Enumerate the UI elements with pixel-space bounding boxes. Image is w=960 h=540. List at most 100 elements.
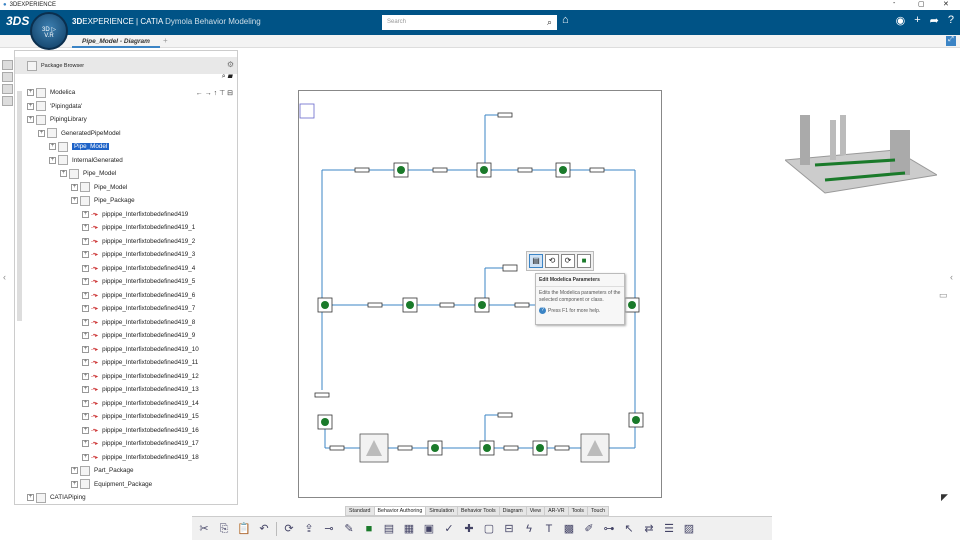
find-icon[interactable]: ⌕ ▰	[221, 73, 233, 80]
command-tab[interactable]: AR-VR	[544, 506, 569, 516]
pump-icon[interactable]	[366, 440, 382, 456]
tree-item[interactable]: +-•▸pippipe_Interfixtobedefined419_1	[15, 221, 237, 235]
comment-icon[interactable]: ▭	[939, 290, 948, 300]
expand-icon[interactable]: +	[82, 386, 89, 394]
expand-icon[interactable]: +	[82, 372, 89, 380]
browser-icon[interactable]	[2, 96, 13, 106]
tree-item[interactable]: +-•▸pippipe_Interfixtobedefined419_14	[15, 397, 237, 411]
info-icon[interactable]: ■	[577, 254, 591, 268]
cut-icon[interactable]: ✂	[199, 522, 209, 535]
pipe-segment[interactable]	[514, 302, 530, 308]
tree-item[interactable]: +InternalGenerated	[15, 154, 237, 168]
replace-icon[interactable]: ⟲	[545, 254, 559, 268]
paste-icon[interactable]: 📋	[237, 522, 251, 535]
tree-item[interactable]: +CATIAPiping	[15, 491, 237, 505]
command-tab[interactable]: Touch	[586, 506, 610, 516]
valve-icon[interactable]	[321, 301, 329, 309]
tree-item[interactable]: +-•▸pippipe_Interfixtobedefined419_4	[15, 262, 237, 276]
tree-item[interactable]: +GeneratedPipeModel	[15, 127, 237, 141]
pump-icon[interactable]	[587, 440, 603, 456]
valve-icon[interactable]	[406, 301, 414, 309]
style-icon[interactable]: ✐	[584, 522, 594, 535]
expand-right-icon[interactable]: ‹	[950, 272, 953, 282]
valve-icon[interactable]	[480, 166, 488, 174]
gear-icon[interactable]: ⚙	[226, 60, 234, 69]
valve-icon[interactable]	[628, 301, 636, 309]
3d-preview[interactable]	[785, 105, 937, 195]
share-icon[interactable]: ➦	[929, 15, 939, 27]
tree-item[interactable]: +Part_Package	[15, 464, 237, 478]
tree-item[interactable]: +-•▸pippipe_Interfixtobedefined419_12	[15, 370, 237, 384]
tree-item[interactable]: +PipingLibrary	[15, 113, 237, 127]
collapse-left-icon[interactable]: ‹	[3, 272, 6, 282]
expand-icon[interactable]: +	[82, 251, 89, 259]
pipe-segment[interactable]	[314, 392, 330, 398]
expand-icon[interactable]: +	[49, 156, 56, 164]
tree-item[interactable]: +-•▸pippipe_Interfixtobedefined419_2	[15, 235, 237, 249]
expand-icon[interactable]: +	[38, 129, 45, 137]
tree-item[interactable]: +-•▸pippipe_Interfixtobedefined419	[15, 208, 237, 222]
pipe-segment[interactable]	[439, 302, 455, 308]
valve-icon[interactable]	[483, 444, 491, 452]
close-button[interactable]: ✕	[943, 1, 949, 8]
tree-nav-actions[interactable]: ← → ↑ ⊤ ⊟	[195, 89, 233, 97]
pointer-icon[interactable]: ◤	[941, 492, 948, 502]
tree-item[interactable]: +-•▸pippipe_Interfixtobedefined419_13	[15, 383, 237, 397]
expand-icon[interactable]: +	[82, 210, 89, 218]
tree-item[interactable]: +-•▸pippipe_Interfixtobedefined419_7	[15, 302, 237, 316]
component-icon[interactable]: ▣	[423, 522, 435, 535]
tree-item[interactable]: +-•▸pippipe_Interfixtobedefined419_5	[15, 275, 237, 289]
tree-item[interactable]: +Pipe_Model	[15, 167, 237, 181]
text-icon[interactable]: T	[545, 522, 553, 535]
command-tab[interactable]: View	[525, 506, 546, 516]
tree-item[interactable]: +Pipe_Model	[15, 181, 237, 195]
expand-icon[interactable]: +	[82, 264, 89, 272]
sensor-component[interactable]	[502, 264, 518, 272]
expand-icon[interactable]: +	[82, 440, 89, 448]
fullscreen-icon[interactable]: ⤢	[946, 36, 956, 46]
tab-pipe-model-diagram[interactable]: Pipe_Model - Diagram	[72, 35, 160, 48]
expand-icon[interactable]: +	[27, 89, 34, 97]
connect-icon[interactable]: ϟ	[526, 522, 532, 535]
pipe-segment[interactable]	[367, 302, 383, 308]
expand-icon[interactable]: +	[82, 426, 89, 434]
layout-icon[interactable]: ☰	[664, 522, 674, 535]
group-icon[interactable]: ⊟	[504, 522, 514, 535]
tree-item[interactable]: +-•▸pippipe_Interfixtobedefined419_16	[15, 424, 237, 438]
variables-icon[interactable]: ▦	[403, 522, 415, 535]
pipe-segment[interactable]	[397, 445, 413, 451]
check-icon[interactable]: ✓	[444, 522, 454, 535]
search-icon[interactable]: ⌕	[546, 17, 552, 27]
connector-icon[interactable]: ⊸	[324, 522, 334, 535]
3d-icon[interactable]: ▨	[683, 522, 695, 535]
tree-item[interactable]: +Equipment_Package	[15, 478, 237, 492]
expand-icon[interactable]: +	[71, 183, 78, 191]
expand-icon[interactable]: +	[82, 345, 89, 353]
expand-icon[interactable]: +	[82, 359, 89, 367]
chart-icon[interactable]	[2, 84, 13, 94]
tree-item[interactable]: +-•▸pippipe_Interfixtobedefined419_17	[15, 437, 237, 451]
valve-icon[interactable]	[632, 416, 640, 424]
copy-icon[interactable]: ⎘	[219, 522, 229, 535]
tree-item[interactable]: +-•▸pippipe_Interfixtobedefined419_3	[15, 248, 237, 262]
minimize-button[interactable]: -	[893, 0, 896, 7]
pipe-segment[interactable]	[354, 167, 370, 173]
add-icon[interactable]: +	[914, 14, 921, 26]
expand-icon[interactable]: +	[82, 453, 89, 461]
tree-scrollbar[interactable]	[17, 91, 22, 321]
replace-class-icon[interactable]: ⟳	[561, 254, 575, 268]
expand-icon[interactable]: +	[82, 224, 89, 232]
expand-icon[interactable]: +	[82, 318, 89, 326]
tree-item[interactable]: +-•▸pippipe_Interfixtobedefined419_15	[15, 410, 237, 424]
tree-item[interactable]: +-•▸pippipe_Interfixtobedefined419_18	[15, 451, 237, 465]
rectangle-icon[interactable]: ▢	[483, 522, 495, 535]
undo-icon[interactable]: ↶	[259, 522, 269, 535]
user-icon[interactable]: ◉	[895, 15, 906, 27]
expand-icon[interactable]: +	[71, 480, 78, 488]
valve-icon[interactable]	[536, 444, 544, 452]
insert-icon[interactable]: ✚	[464, 522, 474, 535]
expand-icon[interactable]: +	[82, 413, 89, 421]
parameters-icon[interactable]: ▤	[383, 522, 395, 535]
expand-icon[interactable]: +	[82, 305, 89, 313]
valve-icon[interactable]	[321, 418, 329, 426]
